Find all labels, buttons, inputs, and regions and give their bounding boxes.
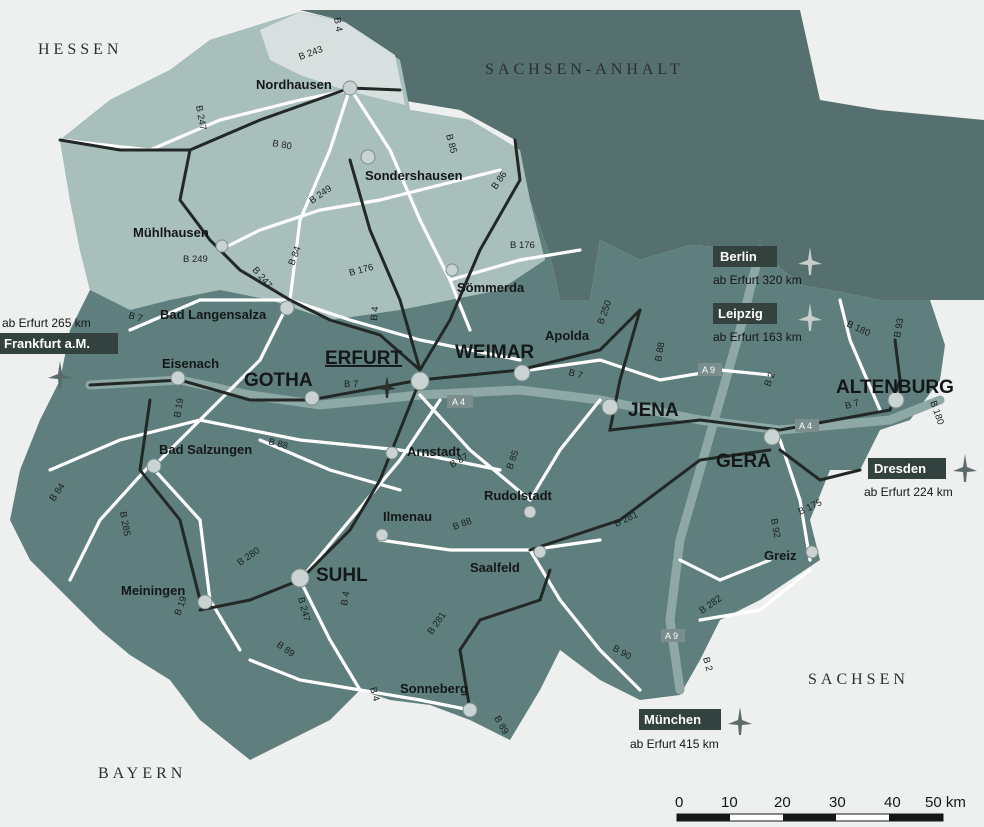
road-label: B 285 — [117, 511, 132, 537]
road-label: B 80 — [271, 138, 292, 152]
region-hessen: HESSEN — [38, 41, 122, 58]
town-saalfeld: Saalfeld — [470, 560, 520, 575]
highway-label: A 9 — [702, 365, 715, 375]
road-label: B 4 — [369, 306, 381, 321]
scale-tick: 50 km — [925, 794, 966, 811]
highway-label: A 4 — [799, 421, 812, 431]
town-meiningen: Meiningen — [121, 583, 185, 598]
sachsen-anhalt-shadow — [800, 10, 984, 120]
road-label: B 4 — [331, 17, 344, 33]
road-label: B 85 — [443, 133, 459, 155]
town-muehlhausen: Mühlhausen — [133, 225, 209, 240]
road-label: B 7 — [844, 398, 861, 412]
road-label: B 88 — [653, 341, 667, 362]
north-tip-light — [260, 12, 405, 105]
town-soemmerda: Sömmerda — [457, 280, 525, 295]
highway-shields: A 4 A 9 A 4 A 9 — [447, 363, 819, 642]
town-nordhausen: Nordhausen — [256, 77, 332, 92]
distance-dresden-km: ab Erfurt 224 km — [864, 485, 953, 499]
scale-tick: 30 — [829, 794, 846, 811]
town-bad-langensalza: Bad Langensalza — [160, 307, 267, 322]
region-sachsen: SACHSEN — [808, 671, 909, 688]
distance-callouts: Berlin ab Erfurt 320 km Leipzig ab Erfur… — [0, 246, 953, 751]
city-jena: JENA — [628, 400, 679, 421]
town-sondershausen: Sondershausen — [365, 168, 463, 183]
road-label: B 176 — [510, 240, 535, 251]
sachsen-anhalt-area — [300, 10, 984, 300]
city-erfurt: ERFURT — [325, 348, 402, 369]
road-label: B 247 — [193, 105, 208, 131]
road-label: B 2 — [700, 656, 714, 673]
distance-berlin-km: ab Erfurt 320 km — [713, 273, 802, 287]
scale-bar: 0 10 20 30 40 50 km — [675, 794, 966, 822]
road-label: B 19 — [172, 397, 186, 418]
road-labels: B 4 B 243 B 247 B 80 B 85 B 86 B 249 B 2… — [47, 17, 946, 737]
distance-leipzig-city: Leipzig — [718, 306, 763, 321]
a9-motorway — [665, 245, 765, 695]
road-label: B 92 — [768, 518, 782, 539]
region-sachsen-anhalt: SACHSEN-ANHALT — [485, 61, 684, 78]
distance-dresden-city: Dresden — [874, 461, 926, 476]
scale-tick: 20 — [774, 794, 791, 811]
airport-icons — [48, 247, 977, 735]
road-label: B 7 — [567, 367, 584, 381]
plane-icon — [378, 376, 396, 398]
plane-icon — [798, 303, 822, 331]
road-label: B 4 — [367, 686, 381, 703]
town-ilmenau: Ilmenau — [383, 509, 432, 524]
distance-frankfurt-km: ab Erfurt 265 km — [2, 316, 91, 330]
city-weimar: WEIMAR — [455, 342, 534, 363]
scale-tick: 10 — [721, 794, 738, 811]
city-gotha: GOTHA — [244, 370, 313, 391]
highway-label: A 9 — [665, 631, 678, 641]
town-rudolstadt: Rudolstadt — [484, 488, 553, 503]
town-greiz: Greiz — [764, 548, 797, 563]
distance-muenchen-city: München — [644, 712, 701, 727]
distance-leipzig-km: ab Erfurt 163 km — [713, 330, 802, 344]
distance-berlin-city: Berlin — [720, 249, 757, 264]
town-apolda: Apolda — [545, 328, 590, 343]
town-eisenach: Eisenach — [162, 356, 219, 371]
scale-tick: 0 — [675, 794, 683, 811]
road-label: B 88 — [267, 436, 289, 452]
scale-tick: 40 — [884, 794, 901, 811]
plane-icon — [798, 247, 822, 275]
plane-icon — [48, 361, 72, 389]
north-thuringia-light — [60, 12, 545, 320]
town-bad-salzungen: Bad Salzungen — [159, 442, 252, 457]
plane-icon — [728, 707, 752, 735]
road-label: B 4 — [339, 591, 352, 607]
city-suhl: SUHL — [316, 565, 368, 586]
road-label: B 2 — [762, 371, 777, 388]
road-label: B 7 — [344, 379, 358, 390]
city-gera: GERA — [716, 451, 771, 472]
city-altenburg: ALTENBURG — [836, 377, 954, 398]
distance-frankfurt-city: Frankfurt a.M. — [4, 336, 90, 351]
plane-icon — [953, 454, 977, 482]
town-arnstadt: Arnstadt — [407, 444, 461, 459]
city-dots — [146, 80, 905, 718]
road-label: B 93 — [892, 317, 906, 338]
distance-muenchen-km: ab Erfurt 415 km — [630, 737, 719, 751]
road-label: B 249 — [183, 254, 208, 265]
highway-label: A 4 — [452, 397, 465, 407]
town-sonneberg: Sonneberg — [400, 681, 468, 696]
main-roads-dark — [58, 86, 902, 712]
region-bayern: BAYERN — [98, 765, 186, 782]
road-label: B 7 — [127, 310, 144, 324]
